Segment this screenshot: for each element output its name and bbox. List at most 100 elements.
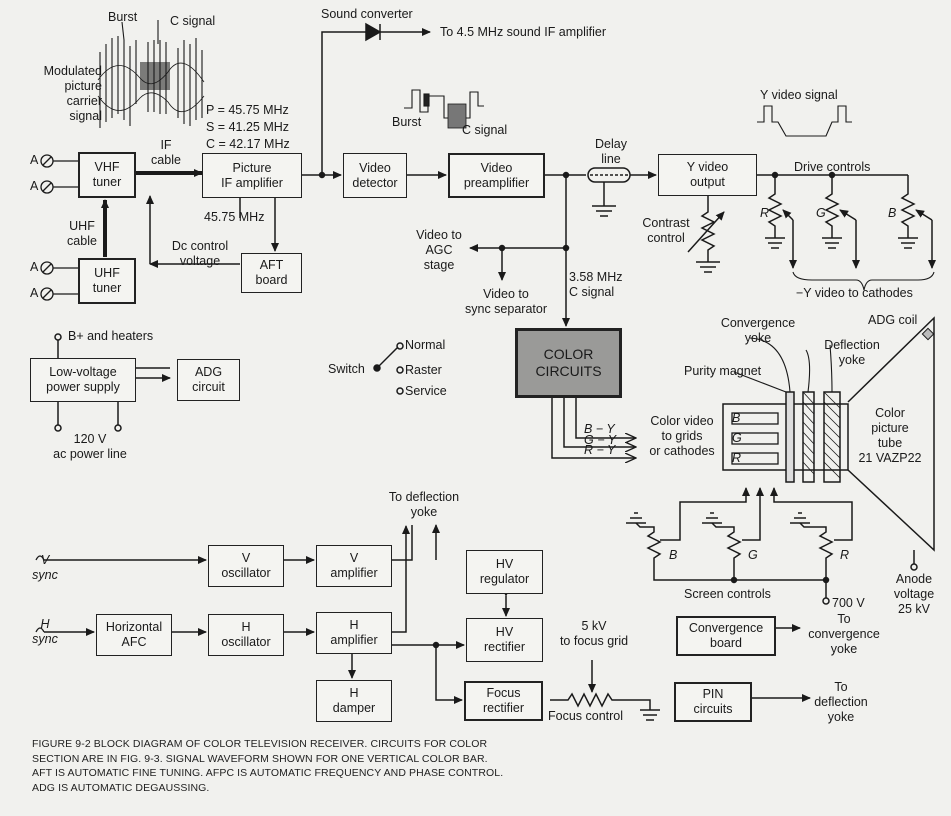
adg-coil-icon bbox=[921, 327, 935, 341]
sound-converter-label: Sound converter bbox=[321, 7, 413, 21]
antenna-a-3: A bbox=[30, 260, 39, 274]
to-deflection-yoke-label: To deflection yoke bbox=[388, 490, 460, 519]
burst-c-waveform bbox=[404, 89, 484, 129]
b-plus-label: B+ and heaters bbox=[68, 329, 154, 343]
delay-ground bbox=[592, 182, 616, 217]
vhf-tuner-block: VHF tuner bbox=[78, 152, 136, 198]
color-video-label: Color video to grids or cathodes bbox=[649, 414, 715, 458]
antenna-a-1: A bbox=[30, 153, 39, 167]
if-freq-label: 45.75 MHz bbox=[204, 210, 265, 224]
cathodes-brace bbox=[792, 271, 935, 291]
to-convergence-yoke-label: To convergence yoke bbox=[808, 612, 880, 656]
b-y-label: B − Y bbox=[584, 422, 615, 436]
color-circuits-block: COLOR CIRCUITS bbox=[515, 328, 622, 398]
h-sync-label: H sync bbox=[32, 617, 58, 646]
raster-label: Raster bbox=[405, 363, 442, 377]
purity-magnet-label: Purity magnet bbox=[684, 364, 762, 378]
gun-g-label: G bbox=[732, 431, 742, 445]
gun-b-label: B bbox=[732, 411, 741, 425]
ac-line-label: 120 V ac power line bbox=[53, 432, 127, 461]
picture-tube-bell bbox=[847, 316, 935, 552]
freq-s-label: S = 41.25 MHz bbox=[206, 120, 290, 134]
h-amplifier-block: H amplifier bbox=[316, 612, 392, 654]
adg-circuit-block: ADG circuit bbox=[177, 359, 240, 401]
video-to-agc-label: Video to AGC stage bbox=[416, 228, 462, 272]
drive-r-label: R bbox=[760, 206, 770, 220]
sound-diode bbox=[365, 22, 382, 42]
switch-label: Switch bbox=[328, 362, 365, 376]
uhf-tuner-block: UHF tuner bbox=[78, 258, 136, 304]
v-oscillator-block: V oscillator bbox=[208, 545, 284, 587]
pin-circuits-block: PIN circuits bbox=[674, 682, 752, 722]
caption-line: ADG IS AUTOMATIC DEGAUSSING. bbox=[32, 781, 210, 794]
v700-label: 700 V bbox=[832, 596, 865, 610]
c-signal-358-label: 3.58 MHz C signal bbox=[569, 270, 623, 299]
switch-arm bbox=[376, 346, 399, 369]
y-video-signal-label: Y video signal bbox=[760, 88, 838, 102]
hv-regulator-block: HV regulator bbox=[466, 550, 543, 594]
gun-r-label: R bbox=[732, 451, 742, 465]
h-oscillator-block: H oscillator bbox=[208, 614, 284, 656]
antenna-terminals bbox=[40, 154, 78, 301]
convergence-board-block: Convergence board bbox=[676, 616, 776, 656]
low-voltage-power-supply-block: Low-voltage power supply bbox=[30, 358, 136, 402]
video-to-sync-label: Video to sync separator bbox=[465, 287, 547, 316]
screen-g-label: G bbox=[748, 548, 758, 562]
burst-label-top: Burst bbox=[108, 10, 138, 24]
screen-control-pots bbox=[626, 487, 853, 605]
delay-line-label: Delay line bbox=[595, 137, 627, 166]
screen-r-label: R bbox=[840, 548, 850, 562]
g-y-label: G − Y bbox=[584, 433, 617, 447]
dc-control-label: Dc control voltage bbox=[171, 239, 229, 268]
screen-controls-label: Screen controls bbox=[684, 587, 771, 601]
caption-line: SECTION ARE IN FIG. 9-3. SIGNAL WAVEFORM… bbox=[32, 752, 488, 765]
neg-y-video-label: −Y video to cathodes bbox=[796, 286, 913, 300]
focus-control-label: Focus control bbox=[548, 709, 624, 723]
picture-tube-label: Color picture tube 21 VAZP22 bbox=[858, 406, 922, 465]
r-y-label: R − Y bbox=[584, 443, 616, 457]
drive-pots bbox=[765, 175, 936, 269]
contrast-pot bbox=[700, 196, 716, 262]
drive-b-label: B bbox=[888, 206, 897, 220]
y-video-output-block: Y video output bbox=[658, 154, 757, 196]
aft-board-block: AFT board bbox=[241, 253, 302, 293]
c-signal-label-mid: C signal bbox=[462, 123, 508, 137]
drive-controls-label: Drive controls bbox=[794, 160, 871, 174]
purity-magnet-bar bbox=[785, 391, 795, 483]
focus-rectifier-block: Focus rectifier bbox=[464, 681, 543, 721]
convergence-yoke-label: Convergence yoke bbox=[720, 316, 796, 345]
anode-voltage-label: Anode voltage 25 kV bbox=[893, 572, 935, 616]
sound-feed-wire bbox=[321, 31, 366, 175]
y-video-waveform bbox=[757, 105, 852, 137]
contrast-control-label: Contrast control bbox=[642, 216, 690, 245]
video-preamplifier-block: Video preamplifier bbox=[448, 153, 545, 198]
modulated-carrier-label: Modulated picture carrier signal bbox=[43, 64, 102, 123]
antenna-a-2: A bbox=[30, 179, 39, 193]
burst-label-mid: Burst bbox=[392, 115, 422, 129]
antenna-a-4: A bbox=[30, 286, 39, 300]
c-signal-label-top: C signal bbox=[170, 14, 216, 28]
picture-if-amplifier-block: Picture IF amplifier bbox=[202, 153, 302, 198]
freq-c-label: C = 42.17 MHz bbox=[206, 137, 290, 151]
deflection-yoke-label: Deflection yoke bbox=[824, 338, 880, 367]
h-damper-block: H damper bbox=[316, 680, 392, 722]
horizontal-afc-block: Horizontal AFC bbox=[96, 614, 172, 656]
caption-line: FIGURE 9-2 BLOCK DIAGRAM OF COLOR TELEVI… bbox=[32, 738, 488, 750]
to-deflection-yoke-label-2: To deflection yoke bbox=[814, 680, 868, 724]
v-amplifier-block: V amplifier bbox=[316, 545, 392, 587]
v-sync-label: V sync bbox=[32, 553, 58, 582]
uhf-cable-label: UHF cable bbox=[67, 219, 97, 248]
caption-line: AFT IS AUTOMATIC FINE TUNING. AFPC IS AU… bbox=[32, 767, 504, 779]
color-difference-wires bbox=[551, 398, 636, 458]
figure-caption: FIGURE 9-2 BLOCK DIAGRAM OF COLOR TELEVI… bbox=[32, 737, 592, 795]
drive-g-label: G bbox=[816, 206, 826, 220]
delay-line bbox=[587, 167, 631, 183]
freq-p-label: P = 45.75 MHz bbox=[206, 103, 289, 117]
normal-label: Normal bbox=[405, 338, 446, 352]
if-cable-label: IF cable bbox=[151, 138, 181, 167]
service-label: Service bbox=[405, 384, 447, 398]
to-sound-if-label: To 4.5 MHz sound IF amplifier bbox=[440, 25, 607, 39]
burst-pointer bbox=[121, 21, 125, 41]
